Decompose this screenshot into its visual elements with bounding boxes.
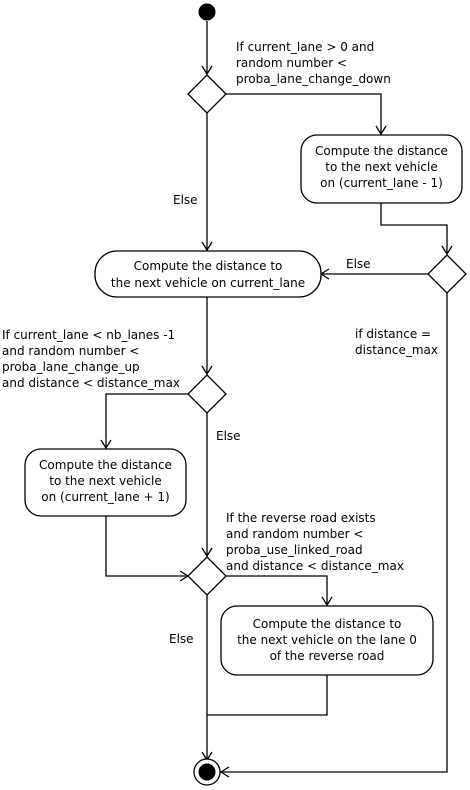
- edge-to-compute-upper: [105, 393, 188, 448]
- arrowhead: [201, 547, 213, 558]
- edge-compute-reverse-to-end: [207, 675, 328, 716]
- compute-reverse-line-1: Compute the distance to: [253, 617, 402, 631]
- guard-lane-up-line-3: proba_lane_change_up: [2, 360, 140, 374]
- edge-to-compute-reverse: [226, 575, 328, 605]
- compute-current-line-2: the next vehicle on current_lane: [111, 276, 305, 290]
- arrowhead: [219, 766, 230, 778]
- guard-lane-up-line-2: and random number <: [2, 344, 139, 358]
- compute-lower-line-1: Compute the distance: [315, 144, 448, 158]
- compute-lower-line-3: on (current_lane - 1): [320, 176, 443, 190]
- guard-reverse-line-1: If the reverse road exists: [226, 511, 376, 525]
- arrowhead: [201, 365, 213, 376]
- arrowhead: [100, 439, 112, 450]
- decision-lane-down: [187, 74, 227, 114]
- guard-reverse-else: Else: [169, 632, 194, 646]
- guard-reverse-line-2: and random number <: [226, 527, 363, 541]
- guard-reverse-line-3: proba_use_linked_road: [226, 543, 363, 557]
- compute-upper-line-3: on (current_lane + 1): [41, 490, 169, 504]
- compute-reverse-line-2: the next vehicle on the lane 0: [237, 633, 417, 647]
- arrowhead: [321, 596, 333, 607]
- guard-reverse-line-4: and distance < distance_max: [226, 559, 404, 573]
- action-compute-current-lane: [94, 250, 322, 298]
- compute-upper-line-1: Compute the distance: [39, 458, 172, 472]
- guard-distance-max-line-1: if distance =: [355, 327, 431, 341]
- arrowhead: [375, 125, 387, 136]
- end-node: [198, 763, 216, 781]
- edge-to-compute-lower: [226, 93, 382, 134]
- guard-lane-up-line-4: and distance < distance_max: [2, 376, 180, 390]
- guard-lane-up-line-1: If current_lane < nb_lanes -1: [2, 328, 175, 342]
- start-node: [198, 3, 216, 21]
- decision-distance-max: [427, 254, 467, 294]
- compute-current-line-1: Compute the distance to: [134, 259, 283, 273]
- guard-lane-up-else: Else: [216, 429, 241, 443]
- guard-lane-down-line-1: If current_lane > 0 and: [236, 40, 374, 54]
- arrowhead: [441, 245, 453, 256]
- decision-reverse-road: [187, 556, 227, 596]
- edge-distance-max-to-end: [221, 293, 448, 773]
- arrowhead: [201, 65, 213, 76]
- guard-distance-max-line-2: distance_max: [355, 343, 438, 357]
- guard-lane-down-line-2: random number <: [236, 56, 347, 70]
- edge-compute-lower-to-decision: [380, 203, 448, 254]
- guard-lane-down-line-3: proba_lane_change_down: [236, 72, 391, 86]
- edge-compute-upper-to-decision: [105, 516, 188, 577]
- guard-lane-down-else: Else: [173, 193, 198, 207]
- compute-lower-line-2: to the next vehicle: [325, 160, 438, 174]
- compute-upper-line-2: to the next vehicle: [49, 474, 162, 488]
- arrowhead: [201, 241, 213, 252]
- guard-distance-else: Else: [346, 257, 371, 271]
- compute-reverse-line-3: of the reverse road: [270, 649, 385, 663]
- decision-lane-up: [187, 374, 227, 414]
